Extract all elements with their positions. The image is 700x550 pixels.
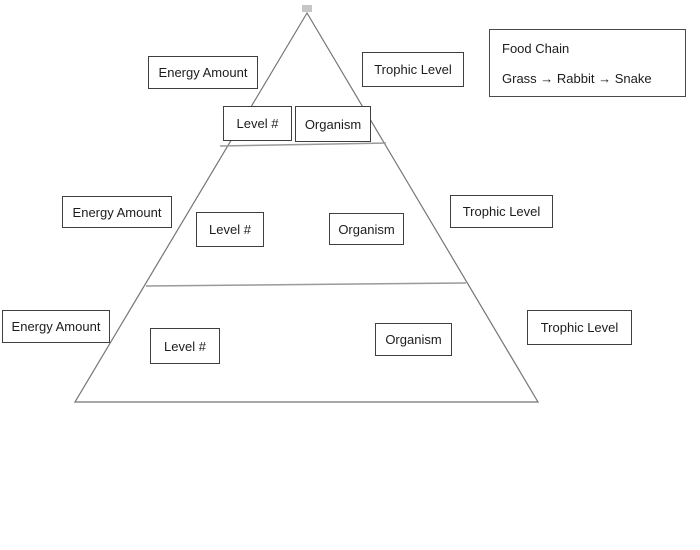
- food-chain-title: Food Chain: [502, 41, 570, 56]
- food-chain-card[interactable]: Food Chain Grass → Rabbit → Snake: [489, 29, 686, 97]
- level-number-box-bottom[interactable]: Level #: [150, 328, 220, 364]
- organism-box-bottom[interactable]: Organism: [375, 323, 452, 356]
- tier-divider-lower: [145, 282, 467, 287]
- trophic-level-label: Trophic Level: [462, 204, 541, 219]
- trophic-level-label: Trophic Level: [540, 320, 619, 335]
- energy-amount-label: Energy Amount: [11, 319, 101, 334]
- trophic-level-box-top[interactable]: Trophic Level: [362, 52, 464, 87]
- level-number-label: Level #: [236, 116, 279, 131]
- level-number-box-top[interactable]: Level #: [223, 106, 292, 141]
- food-chain-sequence: Grass → Rabbit → Snake: [502, 71, 652, 86]
- organism-label: Organism: [304, 116, 362, 132]
- level-number-label: Level #: [164, 338, 206, 354]
- level-number-label: Level #: [209, 222, 251, 237]
- energy-amount-box-middle[interactable]: Energy Amount: [62, 196, 172, 228]
- trophic-level-label: Trophic Level: [374, 62, 452, 77]
- energy-amount-label: Energy Amount: [72, 204, 162, 220]
- level-number-box-middle[interactable]: Level #: [196, 212, 264, 247]
- trophic-level-box-bottom[interactable]: Trophic Level: [527, 310, 632, 345]
- energy-amount-box-bottom[interactable]: Energy Amount: [2, 310, 110, 343]
- organism-box-top[interactable]: Organism: [295, 106, 371, 142]
- organism-label: Organism: [385, 332, 442, 347]
- trophic-level-box-middle[interactable]: Trophic Level: [450, 195, 553, 228]
- energy-amount-box-top[interactable]: Energy Amount: [148, 56, 258, 89]
- organism-label: Organism: [338, 221, 395, 237]
- pyramid-outline: [73, 11, 540, 403]
- tier-divider-upper: [219, 142, 387, 147]
- apex-resize-handle[interactable]: [302, 5, 312, 12]
- energy-amount-label: Energy Amount: [158, 65, 248, 80]
- organism-box-middle[interactable]: Organism: [329, 213, 404, 245]
